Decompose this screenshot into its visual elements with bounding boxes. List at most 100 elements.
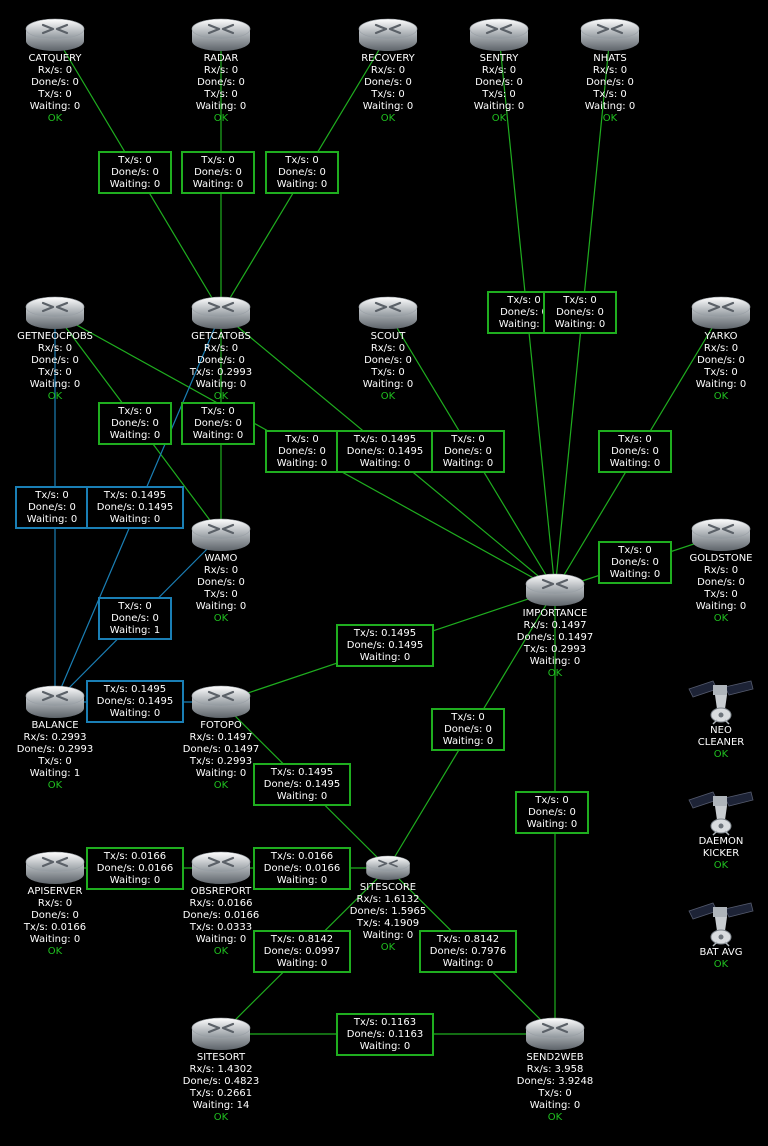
link-stat-line: Waiting: 0	[109, 707, 161, 719]
node-stat-line: Waiting: 0	[529, 1100, 581, 1111]
link-stat-line: Tx/s: 0	[451, 711, 485, 723]
router-icon	[366, 855, 410, 880]
node-stat-line: Tx/s: 0.0166	[23, 922, 87, 933]
node-stat-line: Done/s: 0	[586, 77, 634, 88]
node-stat-line: Tx/s: 0	[38, 89, 72, 100]
node-stat-line: Rx/s: 0	[481, 65, 517, 76]
link-stat-line: Done/s: 0	[111, 417, 159, 429]
link-stat-line: Done/s: 0	[528, 806, 576, 818]
node-stat-line: Tx/s: 0.2993	[523, 644, 587, 655]
node-stat-line: Done/s: 0	[31, 910, 79, 921]
link-stat-line: Waiting: 0	[609, 568, 661, 580]
node-stat-line: Done/s: 0	[31, 355, 79, 366]
satellite-icon	[688, 680, 754, 725]
node-name: FOTOPO	[200, 720, 242, 731]
link-stat-line: Tx/s: 0.1495	[353, 627, 417, 639]
link-stat-line: Done/s: 0	[194, 417, 242, 429]
node-status: OK	[380, 391, 396, 402]
link-stat-line: Done/s: 0.1495	[96, 695, 174, 707]
link-stat-line: Done/s: 0.1495	[346, 639, 424, 651]
node-status: OK	[47, 113, 63, 124]
node-stat-line: Waiting: 0	[695, 601, 747, 612]
node-stat-line: Waiting: 0	[195, 379, 247, 390]
link-stat-line: Waiting: 0	[192, 429, 244, 441]
router-icon	[691, 518, 751, 551]
link-stat-line: Done/s: 0	[556, 306, 604, 318]
node-stat-line: Done/s: 0.0166	[182, 910, 260, 921]
link-stat-line: Tx/s: 0	[285, 433, 319, 445]
node-stat-line: Waiting: 0	[29, 101, 81, 112]
node-stat-line: Tx/s: 0.2661	[189, 1088, 253, 1099]
link-stat-line: Tx/s: 0	[618, 544, 652, 556]
router-icon	[525, 573, 585, 606]
link-stat-line: Waiting: 0	[442, 957, 494, 969]
node-stat-line: Tx/s: 0	[704, 367, 738, 378]
router-icon	[691, 296, 751, 329]
node-stat-line: Tx/s: 0	[204, 89, 238, 100]
link-stat-line: Done/s: 0.0166	[263, 862, 341, 874]
node-name: YARKO	[704, 331, 738, 342]
node-stat-line: Done/s: 1.5965	[349, 906, 427, 917]
node-stat-line: Done/s: 0	[197, 355, 245, 366]
node-stat-line: Rx/s: 0.1497	[189, 732, 253, 743]
link-stat-line: Waiting: 0	[359, 1040, 411, 1052]
link-stat-line: Done/s: 0.1495	[346, 445, 424, 457]
link-stat-line: Done/s: 0	[500, 306, 548, 318]
node-name: OBSREPORT	[190, 886, 252, 897]
link-stat-line: Waiting: 0	[109, 429, 161, 441]
router-icon	[469, 18, 529, 51]
link-stat-line: Tx/s: 0	[118, 405, 152, 417]
link-stat-line: Done/s: 0	[111, 612, 159, 624]
node-stat-line: Tx/s: 0	[538, 1088, 572, 1099]
node-name: SCOUT	[370, 331, 406, 342]
node-stat-line: Tx/s: 0.2993	[189, 756, 253, 767]
node-status: OK	[713, 749, 729, 760]
